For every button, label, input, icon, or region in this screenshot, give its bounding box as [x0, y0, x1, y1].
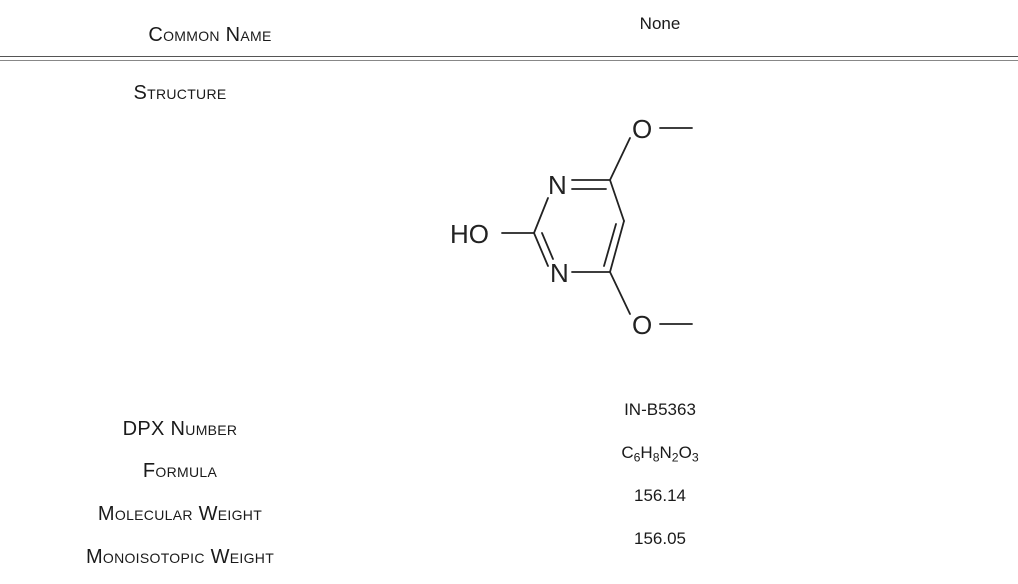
formula-value: C6H8N2O3 [580, 443, 740, 465]
formula-element: H [640, 443, 653, 462]
atom-oxygen-top: O [632, 114, 652, 144]
formula-element: C [621, 443, 634, 462]
bond-c2-n3 [533, 232, 549, 267]
molecular-weight-label: Molecular Weight [97, 503, 263, 525]
monoisotopic-weight-label: Monoisotopic Weight [85, 546, 275, 568]
structure-label: Structure [133, 82, 227, 104]
atom-nitrogen-bottom: N [550, 258, 569, 288]
bond-c5-c4-double [603, 223, 617, 267]
header-rule-top [0, 56, 1018, 57]
bond-c2-n3-double [541, 232, 554, 260]
common-name-value: None [639, 14, 681, 33]
bond-c6-c5 [609, 179, 625, 222]
common-name-label: Common Name [148, 24, 272, 46]
bond-c2-n1 [533, 197, 549, 234]
formula-element: N [659, 443, 672, 462]
header-rule-bottom [0, 60, 1018, 61]
bond-c4-o-bottom [609, 271, 631, 315]
atom-oxygen-bottom: O [632, 310, 652, 336]
formula-count: 8 [652, 450, 660, 465]
formula-count: 2 [671, 450, 679, 465]
dpx-number-label: DPX Number [122, 418, 238, 440]
monoisotopic-weight-value: 156.05 [634, 529, 686, 548]
formula-count: 6 [633, 450, 641, 465]
formula-element: O [678, 443, 692, 462]
dpx-number-value: IN-B5363 [624, 400, 696, 419]
atom-nitrogen-top: N [548, 170, 567, 200]
formula-count: 3 [691, 450, 699, 465]
bond-c6-o-top [609, 137, 631, 181]
molecular-weight-value: 156.14 [634, 486, 686, 505]
bond-c5-c4 [609, 220, 625, 273]
atom-hydroxyl: HO [450, 219, 489, 249]
chemical-structure: O N HO N O [450, 114, 693, 336]
formula-label: Formula [142, 460, 218, 482]
